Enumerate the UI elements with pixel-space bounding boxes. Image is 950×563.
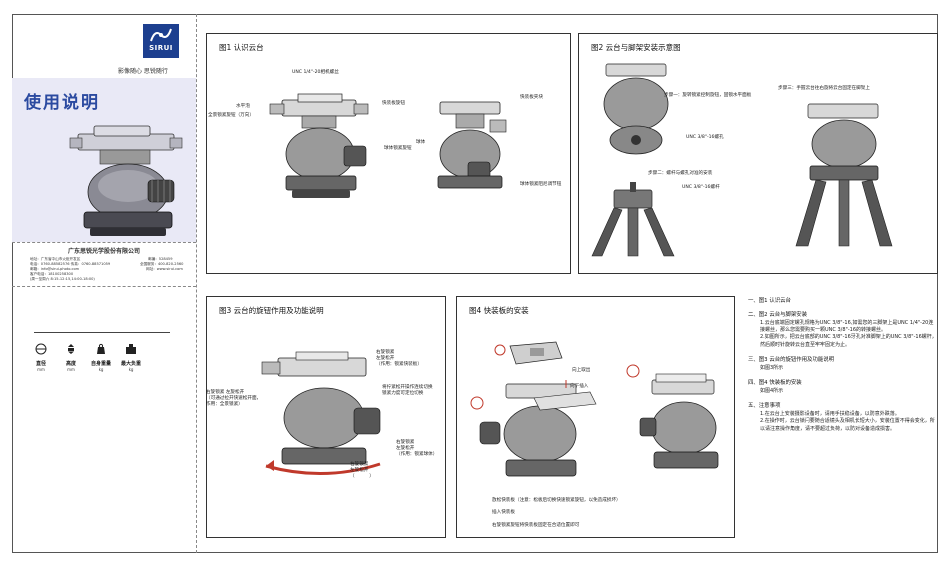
page-border bbox=[12, 14, 938, 553]
spec-max-load: 最大负重 kg bbox=[118, 340, 144, 372]
fig1-label-ball: 球体 bbox=[416, 140, 426, 145]
note-5-para-1: 1.在云台上安装摄影设备时，请用手扶稳设备，以防意外跌落。 bbox=[760, 411, 900, 418]
fig1-label-damping: 球体锁紧阻尼调节钮 bbox=[520, 182, 562, 187]
contact-phone: 电话：0760-88582576 传真：0760-88571059 bbox=[30, 262, 111, 266]
logo-text: SIRUI bbox=[149, 44, 173, 52]
fold-line bbox=[196, 14, 197, 553]
fig3-ballhead bbox=[261, 351, 381, 476]
fig2-unc-rod: UNC 3/8"-16螺杆 bbox=[682, 185, 720, 190]
note-5-heading: 五、注意事项 bbox=[748, 403, 781, 410]
company-name: 广东思锐光学股份有限公司 bbox=[67, 248, 140, 255]
fig4-head-right bbox=[639, 373, 719, 469]
figure-2-title: 图2 云台与脚架安装示意图 bbox=[591, 43, 681, 52]
cover-ballhead-illustration bbox=[69, 125, 183, 236]
contact-postcode: 邮编：528459 bbox=[148, 257, 173, 261]
figure-1-panel: 图1 认识云台 bbox=[206, 33, 571, 274]
fig1-label-clamp-knob: 快装板旋钮 bbox=[382, 101, 405, 106]
note-1-heading: 一、图1 认识云台 bbox=[748, 298, 791, 304]
fig1-ballhead-side bbox=[437, 101, 507, 189]
brand-logo: SIRUI bbox=[143, 24, 179, 58]
fig4-label-down: 向下插入 bbox=[570, 384, 589, 389]
spec-diameter: 直径 mm bbox=[28, 340, 54, 372]
spec-weight: 自身重量 kg bbox=[88, 340, 114, 372]
contact-hotline: 客户电话：18100258300 bbox=[30, 272, 74, 276]
fig4-marker-left bbox=[470, 396, 484, 410]
note-4-heading: 四、图4 快装板的安装 bbox=[748, 380, 802, 387]
fig2-head-underside bbox=[603, 63, 669, 155]
figure-4-title: 图4 快装板的安装 bbox=[469, 306, 529, 315]
instructions-notes: 一、图1 认识云台 二、图2 云台与脚架安装 1.云台底端固定螺孔规格为UNC … bbox=[748, 296, 938, 433]
fig3-label-mid-right: 将拧紧松开操作连续切换 锁紧力度可定位切换 bbox=[382, 385, 433, 396]
fig1-ballhead-front bbox=[269, 93, 369, 198]
note-4-para-1: 如图4所示 bbox=[760, 388, 784, 395]
contact-hours: (周一至周六 8:15-12:15,14:00-18:00) bbox=[30, 277, 95, 281]
slogan: 影像随心 思锐随行 bbox=[118, 68, 168, 75]
fig2-step3: 步骤三：手握云台往右旋将云台固定在脚架上 bbox=[778, 86, 870, 91]
fig2-step2: 步骤二：螺杆与螺孔对准的安装 bbox=[648, 171, 713, 176]
contact-email[interactable]: 邮箱：info@sirui-photo.com bbox=[30, 267, 80, 271]
contact-website[interactable]: 网址：www.sirui.com bbox=[146, 267, 183, 271]
fig4-quick-release-plate bbox=[494, 341, 563, 365]
fig2-head-on-tripod bbox=[795, 103, 893, 247]
fig2-step1: 步骤一：旋转锁紧控制旋钮，固锁水平面板 bbox=[664, 93, 752, 98]
fig3-label-top-right: 右旋锁紧 左旋松开 （作用：锁紧快装板） bbox=[376, 350, 422, 367]
fig2-unc-hole: UNC 3/8"-16螺孔 bbox=[686, 135, 724, 140]
figure-3-title: 图3 云台的旋钮作用及功能说明 bbox=[219, 306, 324, 315]
note-2-heading: 二、图2 云台与脚架安装 bbox=[748, 312, 808, 318]
figure-1-title: 图1 认识云台 bbox=[219, 43, 264, 52]
fig2-tripod-top bbox=[591, 182, 675, 257]
max-load-icon bbox=[126, 344, 136, 354]
fig4-label-up: 向上取出 bbox=[572, 368, 591, 373]
contact-address: 地址：广东省中山市火炬开发区 bbox=[30, 257, 81, 261]
note-2-para-2: 2.如图所示，把云台底部的UNC 3/8"-16牙孔对准脚架上的UNC 3/8"… bbox=[760, 334, 937, 348]
fig4-caption-2: 插入快装板 bbox=[492, 510, 515, 515]
fig1-label-level: 水平泡 bbox=[236, 104, 250, 109]
note-3-heading: 三、图3 云台的旋钮作用及功能说明 bbox=[748, 356, 835, 363]
fig4-marker-right bbox=[626, 364, 640, 378]
note-3-para-1: 如图3所示 bbox=[760, 364, 784, 371]
fig3-label-lower-right: 右旋锁紧 左旋松开 （作用：锁紧球体） bbox=[396, 440, 438, 457]
fig3-label-bottom: 右旋锁紧 左旋松开 （ ） bbox=[350, 462, 374, 479]
fig1-label-pan-lock: 全景锁紧旋钮（万向） bbox=[208, 113, 254, 118]
diameter-icon bbox=[35, 343, 47, 355]
fig1-label-unc: UNC 1/4"-20相机螺丝 bbox=[292, 70, 339, 75]
divider bbox=[12, 286, 196, 287]
spec-height: 高度 mm bbox=[58, 340, 84, 372]
fig1-label-ball-lock: 球体锁紧旋钮 bbox=[384, 146, 412, 151]
fig4-caption-1: 放松快装板（注意：松板后切换快速锁紧旋钮，以免造成损坏） bbox=[492, 498, 621, 503]
contact-service: 全国服务：400-820-2560 bbox=[140, 262, 184, 266]
logo-mark-icon bbox=[150, 28, 172, 42]
manual-title: 使用说明 bbox=[24, 93, 100, 113]
divider bbox=[12, 242, 196, 243]
height-icon bbox=[68, 344, 74, 354]
spec-rule-top bbox=[34, 332, 170, 333]
note-2-para-1: 1.云台底端固定螺孔规格为UNC 3/8"-16,如需您的三脚架上是UNC 1/… bbox=[760, 320, 934, 334]
fig4-caption-3: 右旋锁紧旋钮将快装板固定在合适位置即可 bbox=[492, 523, 580, 528]
note-5-para-2: 2.在操作时，云台锁闩要随合适镜头及相机长短大小，安装位置不得会变化，所以请注意… bbox=[760, 418, 935, 432]
fig3-label-left: 右旋锁紧 左旋松开 （可通过拉开快速松开面， 作用：全景锁紧） bbox=[206, 390, 262, 407]
weight-icon bbox=[97, 343, 105, 354]
fig4-plate-slide bbox=[533, 380, 597, 411]
fig1-label-clamp: 快装板夹块 bbox=[520, 95, 543, 100]
